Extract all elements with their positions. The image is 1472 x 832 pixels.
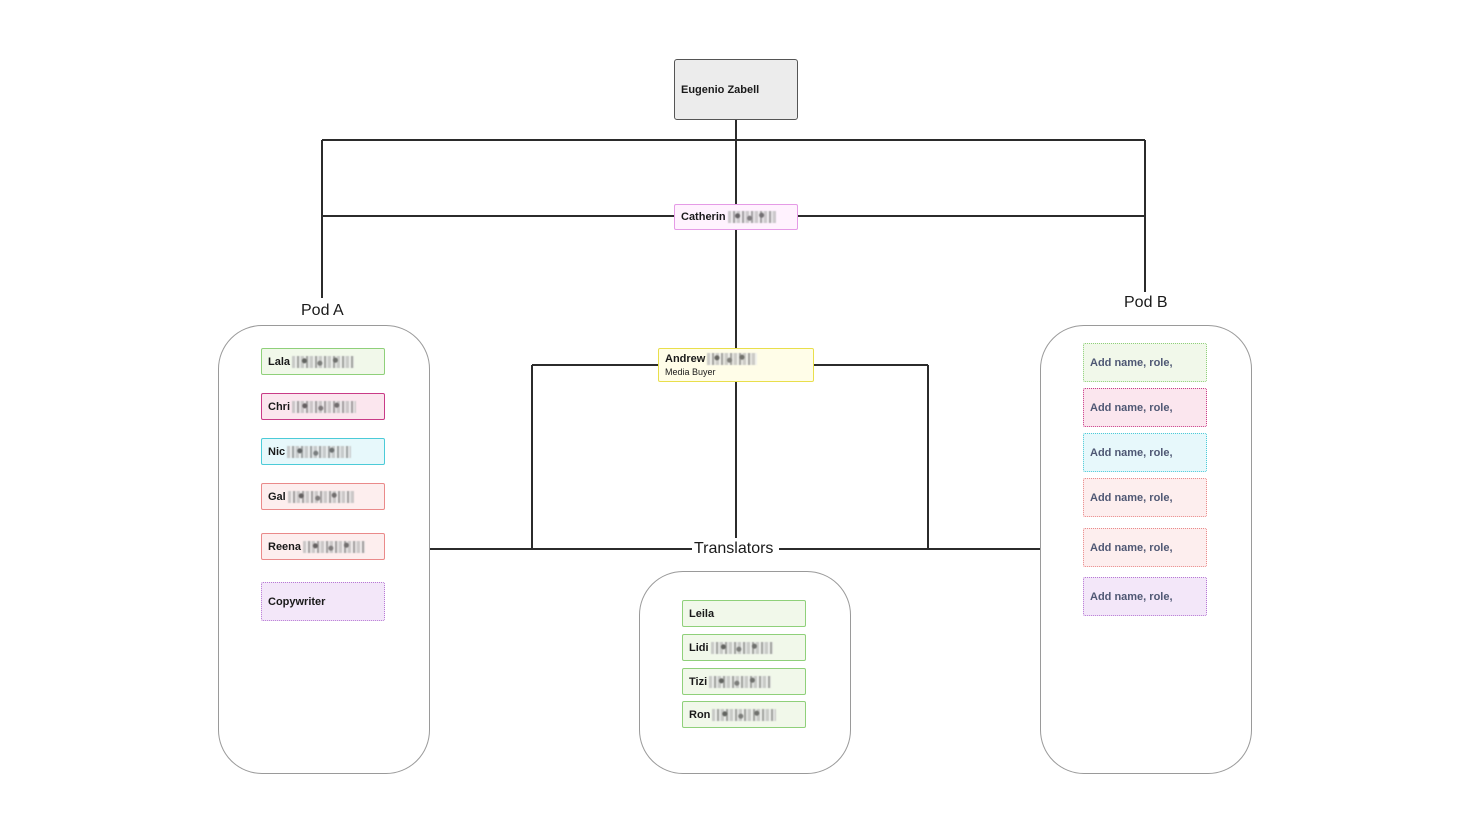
pod-a-member-4[interactable]: Gal [261,483,385,510]
redacted-text [710,641,773,654]
redacted-text [292,355,355,368]
placeholder-text: Add name, role, [1090,446,1173,459]
placeholder-text: Add name, role, [1090,401,1173,414]
member-name: Copywriter [268,595,326,608]
member-name: Leila [689,607,715,620]
translator-3[interactable]: Tizi [682,668,806,695]
translator-2[interactable]: Lidi [682,634,806,661]
third-node[interactable]: Andrew Media Buyer [658,348,814,382]
placeholder-text: Add name, role, [1090,491,1173,504]
redacted-text [303,540,366,553]
member-name: Reena [268,540,302,553]
second-node-name: Catherin [681,211,726,223]
member-name: Lidi [689,641,709,654]
pod-b-label: Pod B [1124,294,1168,311]
second-node[interactable]: Catherin [674,204,798,230]
pod-b-member-2[interactable]: Add name, role, [1083,388,1207,427]
pod-a-member-6[interactable]: Copywriter [261,582,385,621]
redacted-text [707,353,758,365]
pod-a-member-2[interactable]: Chri [261,393,385,420]
third-node-name: Andrew [665,353,706,365]
pod-b-member-3[interactable]: Add name, role, [1083,433,1207,472]
pod-a-member-3[interactable]: Nic [261,438,385,465]
translator-4[interactable]: Ron [682,701,806,728]
top-node[interactable]: Eugenio Zabell [674,59,798,120]
pod-a-label: Pod A [301,302,344,319]
placeholder-text: Add name, role, [1090,356,1173,369]
placeholder-text: Add name, role, [1090,541,1173,554]
top-node-name: Eugenio Zabell [681,83,760,96]
pod-a-member-5[interactable]: Reena [261,533,385,560]
redacted-text [712,708,777,721]
redacted-text [287,490,354,503]
member-name: Lala [268,355,291,368]
member-name: Ron [689,708,711,721]
redacted-text [709,675,772,688]
pod-b-member-4[interactable]: Add name, role, [1083,478,1207,517]
member-name: Tizi [689,675,708,688]
translator-1[interactable]: Leila [682,600,806,627]
pod-b-member-1[interactable]: Add name, role, [1083,343,1207,382]
placeholder-text: Add name, role, [1090,590,1173,603]
pod-b-member-6[interactable]: Add name, role, [1083,577,1207,616]
redacted-text [292,400,356,413]
redacted-text [727,211,776,223]
member-name: Chri [268,400,290,413]
member-name: Gal [268,490,286,503]
member-name: Nic [268,445,286,458]
pod-a-member-1[interactable]: Lala [261,348,385,375]
redacted-text [287,445,352,458]
third-node-role: Media Buyer [665,367,716,377]
pod-b-member-5[interactable]: Add name, role, [1083,528,1207,567]
translators-label: Translators [694,540,774,557]
